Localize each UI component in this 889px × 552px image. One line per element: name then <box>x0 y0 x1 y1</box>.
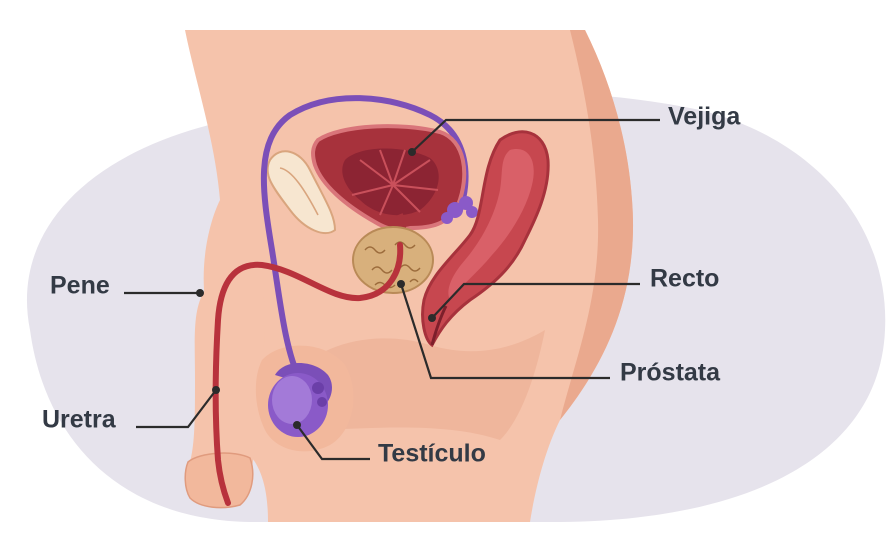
label-recto: Recto <box>428 265 719 322</box>
label-testiculo-text: Testículo <box>378 440 486 468</box>
rectum <box>421 130 550 348</box>
label-pene: Pene <box>50 272 204 300</box>
penis-shape <box>186 272 265 507</box>
urethra-tube <box>212 242 404 506</box>
label-uretra: Uretra <box>42 386 220 434</box>
label-testiculo: Testículo <box>293 421 486 468</box>
label-prostata-text: Próstata <box>620 359 721 387</box>
label-recto-text: Recto <box>650 265 719 293</box>
pelvic-shadow <box>290 330 545 440</box>
label-vejiga-text: Vejiga <box>668 103 741 131</box>
label-pene-text: Pene <box>50 272 110 300</box>
pubic-bone <box>266 150 337 235</box>
bladder <box>311 124 467 246</box>
vas-deferens <box>260 95 469 383</box>
label-vejiga: Vejiga <box>408 103 741 156</box>
seminal-vesicle <box>441 196 478 224</box>
prostate <box>352 226 434 294</box>
label-prostata: Próstata <box>397 280 721 387</box>
buttock-shadow <box>560 30 634 420</box>
testicle <box>268 362 332 437</box>
label-uretra-text: Uretra <box>42 406 117 434</box>
